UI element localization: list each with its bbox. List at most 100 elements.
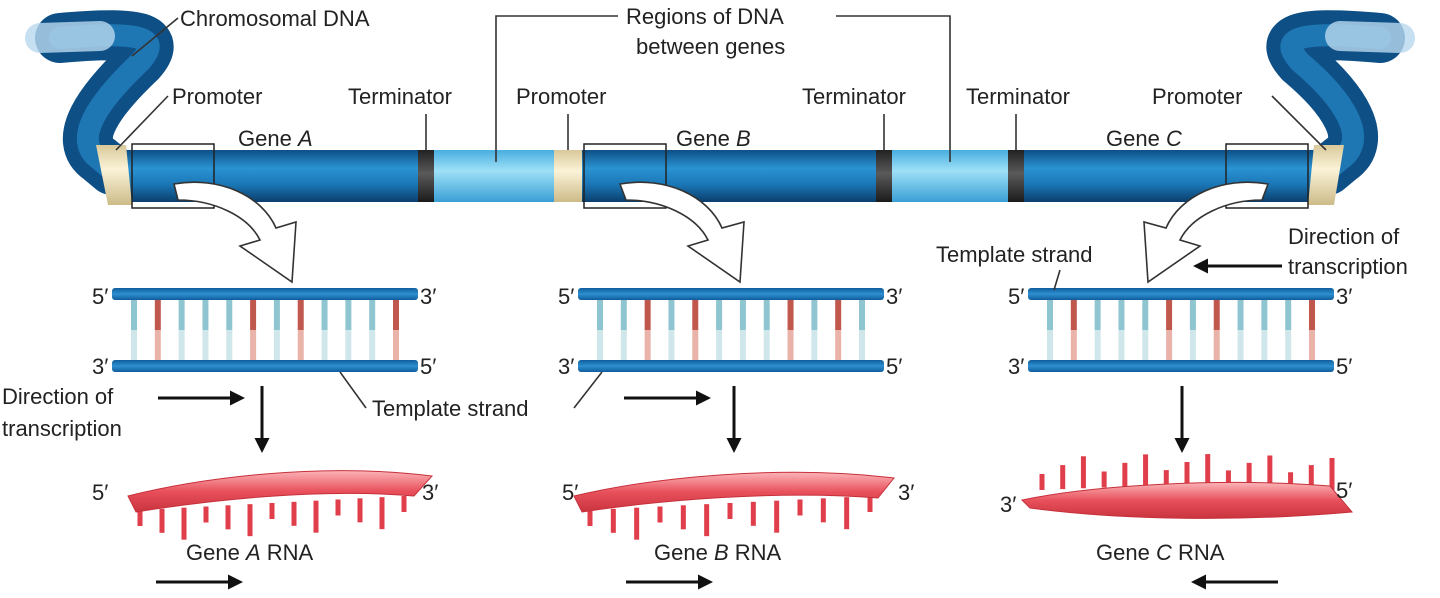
base-top	[131, 300, 137, 330]
ladder-c-bottom-3prime: 3′	[1008, 354, 1024, 379]
intergenic-region-2	[892, 150, 1010, 202]
terminator-a-band	[418, 150, 434, 202]
base-top	[297, 300, 304, 330]
base-top	[692, 300, 699, 330]
rna-backbone-b	[573, 471, 895, 513]
zoom-arrow-c	[1143, 181, 1270, 284]
base-top	[1261, 300, 1268, 330]
rna-base	[1246, 462, 1252, 487]
dna-ladder-b	[578, 288, 884, 372]
base-bottom	[369, 330, 376, 360]
terminator-b-band	[876, 150, 892, 202]
zoom-arrow-a	[173, 181, 297, 284]
terminator-a-label: Terminator	[348, 84, 452, 109]
rna-end-labels: 5′ 3′ 5′ 3′ 3′ 5′	[92, 478, 1352, 517]
rna-base	[797, 499, 803, 516]
base-bottom	[692, 330, 699, 360]
rna-base	[137, 510, 143, 526]
base-top	[1285, 300, 1292, 330]
base-top	[1094, 300, 1101, 330]
rna-base	[1060, 465, 1066, 490]
rna-base	[401, 496, 407, 512]
gene-a-label: Gene A	[238, 126, 313, 151]
promoter-c-label: Promoter	[1152, 84, 1242, 109]
base-bottom	[1261, 330, 1268, 360]
bottom-strand-c	[1028, 360, 1334, 372]
base-top	[226, 300, 233, 330]
promoter-c-band	[1308, 145, 1344, 205]
intergenic-region-1	[434, 150, 556, 202]
base-top	[1047, 300, 1053, 330]
base-top	[1237, 300, 1244, 330]
dna-ladders	[112, 288, 1334, 372]
rna-base	[657, 506, 663, 523]
base-top	[393, 300, 399, 330]
base-top	[668, 300, 675, 330]
base-top	[321, 300, 328, 330]
direction-label-a-line2: transcription	[2, 416, 122, 441]
base-top	[1142, 300, 1149, 330]
ladder-b-bottom-3prime: 3′	[558, 354, 574, 379]
strand-labels: Template strand Template strand Directio…	[2, 224, 1408, 441]
base-bottom	[202, 330, 209, 360]
base-bottom	[178, 330, 185, 360]
ladder-a-bottom-5prime: 5′	[420, 354, 436, 379]
rna-base	[680, 505, 686, 530]
rna-c-3prime: 3′	[1000, 492, 1016, 517]
rna-base	[1184, 462, 1190, 486]
base-top	[1118, 300, 1125, 330]
gene-a-box	[131, 143, 215, 209]
gene-c-segment	[1024, 150, 1316, 202]
base-bottom	[131, 330, 137, 360]
base-top	[1166, 300, 1173, 330]
rna-base	[634, 507, 640, 540]
ladder-c-top-5prime: 5′	[1008, 284, 1024, 309]
zoom-arrow-b	[618, 181, 745, 284]
ladder-b-top-3prime: 3′	[886, 284, 902, 309]
base-top	[787, 300, 794, 330]
base-bottom	[154, 330, 161, 360]
base-bottom	[620, 330, 627, 360]
bottom-strand-a	[112, 360, 418, 372]
ladder-b-bottom-5prime: 5′	[886, 354, 902, 379]
coding-strand-c	[1028, 288, 1334, 300]
rna-base	[379, 497, 385, 530]
base-bottom	[716, 330, 723, 360]
terminator-b-label: Terminator	[802, 84, 906, 109]
base-bottom	[739, 330, 746, 360]
base-top	[1213, 300, 1220, 330]
base-bottom	[1213, 330, 1220, 360]
ladder-a-top-5prime: 5′	[92, 284, 108, 309]
base-bottom	[1309, 330, 1315, 360]
rna-base	[225, 505, 231, 530]
base-bottom	[1285, 330, 1292, 360]
rna-base	[357, 498, 363, 523]
base-top	[835, 300, 842, 330]
rna-base	[587, 510, 593, 526]
rna-base	[1080, 456, 1086, 489]
regions-label-line1: Regions of DNA	[626, 4, 784, 29]
base-top	[154, 300, 161, 330]
base-top	[345, 300, 352, 330]
base-bottom	[345, 330, 352, 360]
rna-base	[1288, 472, 1294, 489]
rna-b-3prime: 3′	[898, 480, 914, 505]
base-top	[178, 300, 185, 330]
base-bottom	[1237, 330, 1244, 360]
rna-c-5prime: 5′	[1336, 478, 1352, 503]
ladder-c-bottom-5prime: 5′	[1336, 354, 1352, 379]
rna-base	[867, 496, 873, 512]
ladder-a-bottom-3prime: 3′	[92, 354, 108, 379]
base-bottom	[859, 330, 865, 360]
base-top	[597, 300, 603, 330]
rna-base	[1225, 470, 1231, 487]
direction-label-c-line2: transcription	[1288, 254, 1408, 279]
base-bottom	[226, 330, 233, 360]
rna-a-5prime: 5′	[92, 480, 108, 505]
rna-base	[1163, 470, 1169, 487]
chromosomal-dna-label: Chromosomal DNA	[180, 6, 370, 31]
base-bottom	[763, 330, 770, 360]
rna-base	[181, 507, 187, 540]
rna-base	[203, 506, 209, 523]
base-bottom	[787, 330, 794, 360]
